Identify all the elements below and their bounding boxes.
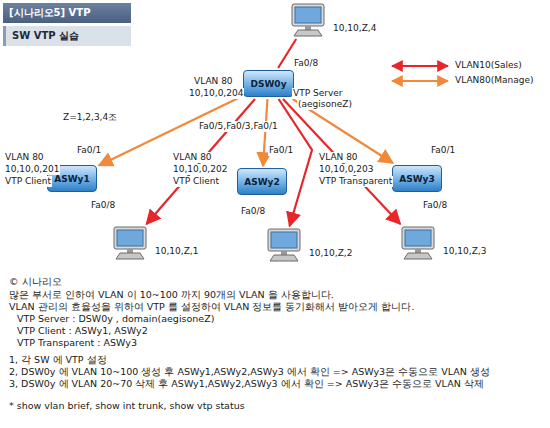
ip-label: 10,10,0,202	[172, 164, 228, 175]
group-note: Z=1,2,3,4조	[62, 112, 118, 123]
switch-box: ASWy3	[392, 165, 442, 192]
scenario-text: © 시나리오	[8, 276, 63, 288]
pc-host: 10,10,Z,2	[264, 228, 304, 262]
pc-host: 10,10,Z,1	[110, 226, 150, 260]
switch-box: DSW0y	[243, 70, 294, 97]
port-label: Fa0/8	[293, 58, 319, 69]
link-connector	[263, 99, 268, 166]
scenario-text: VTP Server : DSW0y , domain(aegisoneZ)	[16, 313, 215, 325]
scenario-text: VLAN 관리의 효율성을 위하여 VTP 를 설정하여 VLAN 정보를 동기…	[8, 301, 416, 313]
switch-name: ASWy2	[244, 177, 280, 187]
port-label: Fa0/8	[240, 206, 266, 217]
ip-label: 10,10,0,204	[188, 88, 244, 99]
domain-label: (aegisoneZ)	[297, 99, 353, 110]
scenario-text: 1, 각 SW 에 VTP 설정	[8, 354, 108, 366]
switch-name: ASWy1	[54, 174, 90, 184]
vlan-label: VLAN 80	[4, 152, 45, 163]
switch-name: ASWy3	[399, 174, 435, 184]
ip-label: 10,10,0,201	[4, 164, 60, 175]
port-label: Fa0/1	[268, 145, 294, 156]
switch-box: ASWy2	[237, 168, 287, 195]
scenario-text: 많은 부서로 인하여 VLAN 이 10~100 까지 90개의 VLAN 을 …	[8, 289, 335, 301]
legend-sample-red	[392, 65, 448, 67]
port-label: Fa0/8	[90, 200, 116, 211]
scenario-text: * show vlan brief, show int trunk, show …	[8, 400, 246, 412]
scenario-header: [시나리오5] VTP	[3, 3, 131, 23]
link-connector	[147, 99, 256, 224]
link-connector	[283, 99, 400, 224]
vlan-label: VLAN 80	[318, 152, 359, 163]
header-text: [시나리오5] VTP	[9, 6, 125, 20]
pc-icon	[264, 228, 304, 262]
header-text: SW VTP 실습	[12, 29, 125, 43]
pc-icon	[288, 3, 328, 37]
legend-sample-orange	[392, 80, 448, 82]
legend-text: VLAN80(Manage)	[454, 75, 535, 86]
pc-icon	[110, 226, 150, 260]
ip-address: 10,10,Z,3	[442, 246, 487, 256]
role-label: VTP Transparent	[318, 176, 393, 187]
port-label: Fa0/5,Fa0/3,Fa0/1	[198, 121, 279, 132]
link-connector	[279, 99, 312, 226]
ip-address: 10,10,Z,1	[154, 246, 199, 256]
role-label: VTP Server	[292, 88, 343, 99]
scenario-text: VTP Transparent : ASWy3	[16, 337, 138, 349]
scenario-text: 3, DSW0y 에 VLAN 20~70 삭제 후 ASWy1,ASWy2,A…	[8, 378, 485, 390]
ip-address: 10,10,Z,4	[332, 23, 377, 33]
port-label: Fa0/8	[422, 200, 448, 211]
role-label: VTP Client	[172, 176, 220, 187]
pc-host: 10,10,Z,4	[288, 3, 328, 37]
vlan-label: VLAN 80	[172, 152, 213, 163]
ip-address: 10,10,Z,2	[308, 248, 353, 258]
pc-host: 10,10,Z,3	[398, 226, 438, 260]
port-label: Fa0/1	[430, 145, 456, 156]
role-label: VTP Client	[4, 176, 52, 187]
vlan-label: VLAN 80	[193, 76, 234, 87]
ip-label: 10,10,0,203	[318, 164, 374, 175]
pc-icon	[398, 226, 438, 260]
scenario-text: VTP Client : ASWy1, ASWy2	[16, 325, 149, 337]
link-connector	[293, 99, 393, 163]
port-label: Fa0/1	[76, 145, 102, 156]
section-header: SW VTP 실습	[3, 26, 131, 46]
legend-text: VLAN10(Sales)	[454, 60, 523, 71]
switch-name: DSW0y	[250, 79, 287, 89]
scenario-text: 2, DSW0y 에 VLAN 10~100 생성 후 ASWy1,ASWy2,…	[8, 366, 491, 378]
